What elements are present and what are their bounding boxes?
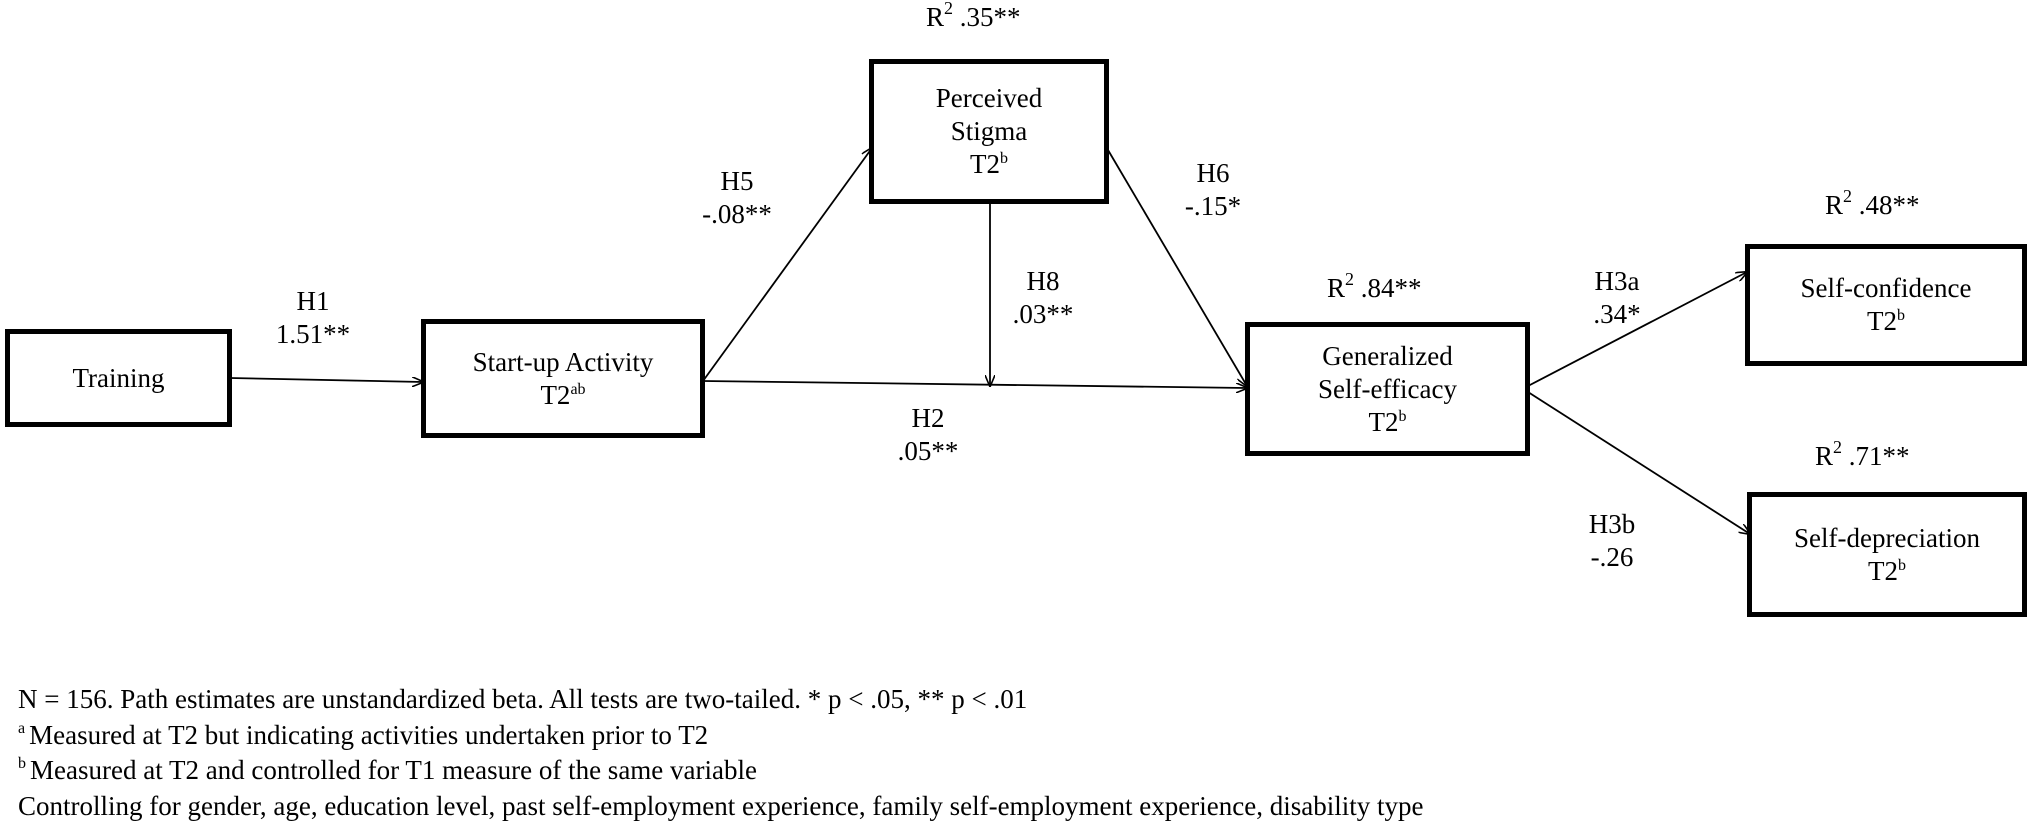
node-stigma-label-1: Perceived (935, 83, 1043, 113)
r2-confidence-r: R (1825, 190, 1844, 220)
node-gse-time-text: T2 (1368, 406, 1399, 437)
r2-confidence-sup: 2 (1843, 186, 1853, 206)
arrow-gse-to-depreciation (1527, 391, 1750, 534)
r2-stigma: R2 .35** (926, 0, 1021, 33)
arrow-startup-to-stigma (702, 148, 872, 382)
path-label-h6: H6 -.15* (1163, 157, 1263, 223)
r2-gse-sup: 2 (1345, 269, 1355, 289)
node-gse-label-2: Self-efficacy (1318, 373, 1457, 404)
path-label-h3a: H3a .34* (1572, 265, 1662, 331)
path-h8-value: .03** (1012, 299, 1074, 329)
node-gse-label-1: Generalized (1322, 340, 1453, 371)
node-startup-time: T2ab (540, 379, 585, 412)
arrow-stigma-to-gse (1107, 149, 1247, 386)
path-label-h8: H8 .03** (1003, 265, 1083, 331)
r2-depreciation-r: R (1815, 441, 1834, 471)
node-depreciation-superscript: b (1898, 556, 1906, 574)
path-h3a-value: .34* (1593, 299, 1641, 329)
node-gse-superscript: b (1398, 407, 1407, 425)
r2-confidence-value: .48** (1852, 190, 1920, 220)
path-h3a-name: H3a (1594, 266, 1640, 296)
node-confidence-superscript: b (1897, 307, 1905, 324)
path-label-h2: H2 .05** (878, 402, 978, 468)
r2-stigma-value: .35** (953, 2, 1021, 32)
node-stigma-time-text: T2 (970, 149, 1000, 179)
node-stigma-time: T2b (970, 148, 1008, 181)
path-h1-value: 1.51** (275, 319, 351, 349)
note-line-2-sup: a (18, 719, 26, 737)
r2-self-depreciation: R2 .71** (1815, 438, 1910, 472)
r2-gse-value: .84** (1354, 273, 1422, 303)
r2-depreciation-value: .71** (1842, 441, 1910, 471)
node-gse-time: T2b (1369, 406, 1407, 439)
node-stigma-label-2: Stigma (950, 116, 1028, 146)
node-startup-time-text: T2 (540, 379, 571, 410)
note-line-3-sup: b (18, 755, 26, 772)
arrow-training-to-startup (229, 378, 423, 382)
node-startup-activity: Start-up Activity T2ab (421, 319, 705, 438)
note-line-2-text: Measured at T2 but indicating activities… (29, 719, 709, 750)
r2-gse-r: R (1327, 273, 1346, 303)
r2-depreciation-sup: 2 (1833, 437, 1843, 457)
r2-stigma-sup: 2 (944, 0, 954, 18)
node-depreciation-time-text: T2 (1868, 555, 1898, 586)
node-generalized-self-efficacy: Generalized Self-efficacy T2b (1245, 322, 1530, 456)
note-line-1: N = 156. Path estimates are unstandardiz… (18, 684, 1028, 714)
node-stigma-superscript: b (1000, 150, 1008, 167)
arrow-startup-to-gse (702, 380, 1247, 388)
path-h3b-name: H3b (1588, 509, 1636, 539)
path-label-h1: H1 1.51** (263, 285, 363, 351)
node-self-confidence: Self-confidence T2b (1745, 244, 2027, 366)
node-confidence-time-text: T2 (1867, 306, 1897, 336)
node-confidence-label: Self-confidence (1800, 273, 1972, 303)
path-h5-value: -.08** (702, 199, 772, 229)
r2-stigma-r: R (926, 2, 945, 32)
note-line-3-text: Measured at T2 and controlled for T1 mea… (30, 755, 757, 785)
node-depreciation-label: Self-depreciation (1794, 522, 1980, 553)
arrow-gse-to-confidence (1527, 272, 1747, 387)
node-startup-superscript: ab (570, 380, 586, 398)
node-perceived-stigma: Perceived Stigma T2b (869, 59, 1109, 204)
r2-self-confidence: R2 .48** (1825, 187, 1920, 221)
node-depreciation-time: T2b (1868, 555, 1906, 588)
path-h5-name: H5 (720, 166, 754, 196)
path-h1-name: H1 (296, 286, 330, 316)
note-line-4: Controlling for gender, age, education l… (18, 790, 1424, 821)
r2-gse: R2 .84** (1327, 270, 1422, 304)
path-label-h3b: H3b -.26 (1567, 508, 1657, 574)
path-h2-name: H2 (911, 403, 945, 433)
path-h8-name: H8 (1026, 266, 1060, 296)
path-h2-value: .05** (897, 436, 959, 466)
path-h3b-value: -.26 (1590, 542, 1634, 572)
path-label-h5: H5 -.08** (687, 165, 787, 231)
node-training-label: Training (72, 362, 165, 393)
node-confidence-time: T2b (1867, 305, 1905, 338)
node-training: Training (5, 329, 232, 427)
node-self-depreciation: Self-depreciation T2b (1747, 492, 2027, 617)
node-startup-label: Start-up Activity (472, 346, 654, 377)
path-h6-name: H6 (1196, 158, 1230, 188)
figure-notes: N = 156. Path estimates are unstandardiz… (18, 682, 1423, 824)
path-h6-value: -.15* (1184, 191, 1242, 221)
